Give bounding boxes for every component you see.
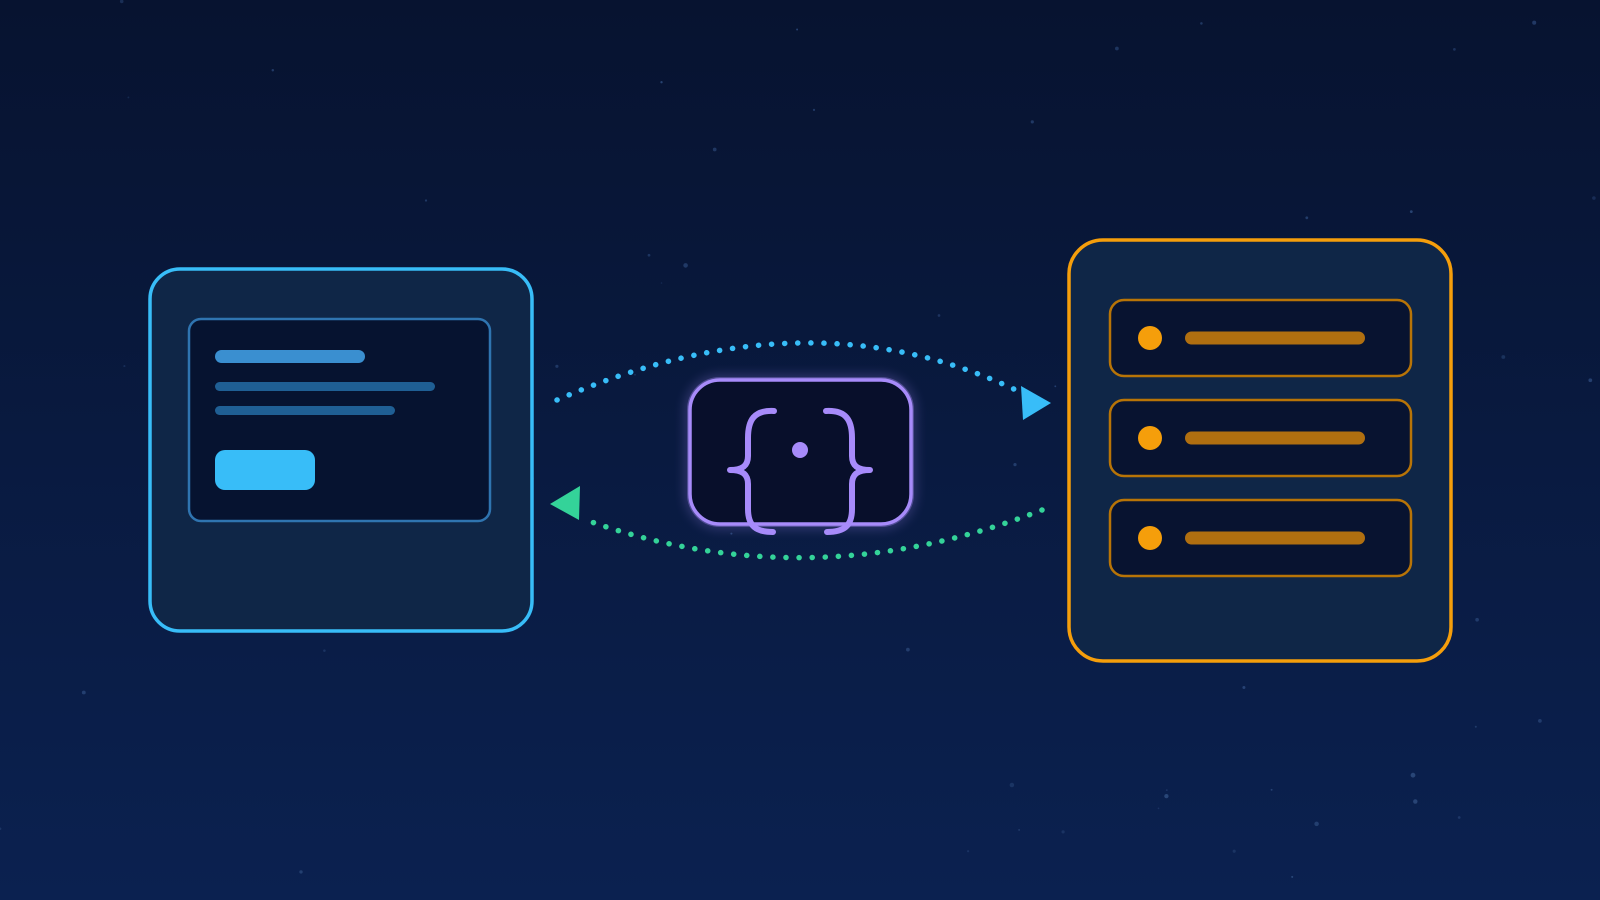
star — [1475, 617, 1479, 622]
star — [1588, 378, 1593, 383]
star — [555, 364, 559, 368]
star — [1061, 830, 1065, 834]
star — [1164, 793, 1169, 799]
star — [1270, 788, 1273, 791]
star — [1413, 799, 1418, 804]
star — [660, 81, 663, 84]
star — [127, 96, 130, 99]
server-row-bar — [1185, 431, 1365, 445]
star — [1305, 216, 1309, 220]
star — [966, 850, 970, 853]
client-window-screen — [187, 317, 492, 523]
curly-braces-center-dot — [792, 442, 808, 458]
star — [1501, 355, 1506, 359]
star — [1532, 20, 1537, 25]
star — [1242, 686, 1246, 689]
star — [1165, 789, 1168, 791]
star — [1474, 725, 1477, 728]
star — [1054, 385, 1057, 388]
star — [1009, 782, 1015, 788]
star — [1453, 48, 1456, 51]
star — [1538, 719, 1542, 723]
request-arrow — [554, 340, 1051, 420]
client-text-line — [215, 406, 395, 415]
server-rack — [1067, 238, 1453, 663]
api-json-braces — [687, 377, 914, 535]
star — [1291, 875, 1294, 878]
star — [730, 532, 733, 535]
star — [123, 365, 126, 368]
response-arrow-path — [583, 507, 1045, 561]
response-arrowhead-icon — [550, 486, 580, 520]
star — [1030, 120, 1034, 124]
star — [1115, 46, 1119, 51]
star — [1592, 196, 1596, 200]
star — [299, 870, 303, 874]
star — [1232, 849, 1236, 853]
server-row — [1108, 398, 1413, 478]
star — [1200, 22, 1203, 25]
server-row-bar — [1185, 331, 1365, 345]
star — [1157, 807, 1160, 810]
client-button-icon — [215, 450, 315, 490]
star — [1457, 816, 1461, 819]
star — [647, 253, 651, 257]
star — [1314, 821, 1319, 827]
client-text-line — [215, 382, 435, 391]
client-heading-placeholder — [215, 350, 365, 363]
star — [323, 649, 326, 652]
request-arrowhead-icon — [1021, 386, 1051, 420]
star — [81, 690, 86, 695]
star — [683, 263, 688, 268]
star — [119, 0, 124, 4]
star — [660, 282, 663, 284]
server-status-light-icon — [1138, 326, 1162, 350]
star — [1013, 462, 1017, 467]
curly-braces-icon — [727, 407, 873, 535]
star — [796, 28, 799, 31]
star — [0, 827, 2, 830]
star — [937, 314, 941, 317]
star — [1409, 210, 1413, 214]
star — [1410, 772, 1416, 778]
star — [634, 373, 636, 376]
star — [271, 69, 275, 72]
star — [812, 108, 816, 112]
server-row — [1108, 298, 1413, 378]
client-window — [148, 267, 534, 633]
server-row — [1108, 498, 1413, 578]
server-row-bar — [1185, 531, 1365, 545]
server-status-light-icon — [1138, 426, 1162, 450]
star — [1018, 829, 1020, 831]
star — [424, 199, 428, 202]
star — [906, 647, 910, 652]
response-arrow — [550, 486, 1045, 561]
server-rows — [1108, 298, 1413, 578]
request-arrow-path — [554, 340, 1023, 403]
server-status-light-icon — [1138, 526, 1162, 550]
star — [712, 147, 717, 152]
